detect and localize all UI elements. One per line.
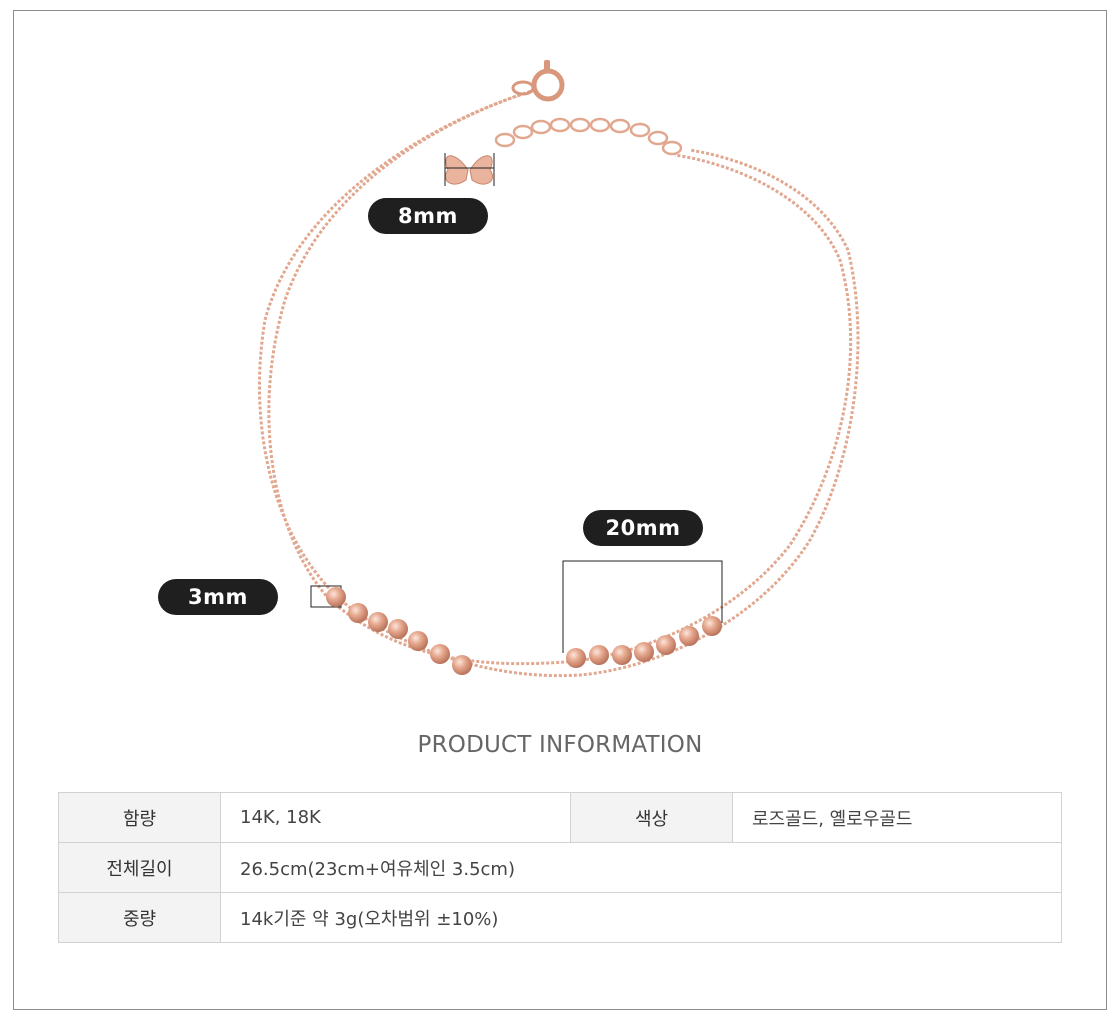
table-row: 중량 14k기준 약 3g(오차범위 ±10%) xyxy=(58,892,1062,943)
clasp-measure-bracket xyxy=(444,153,495,186)
butterfly-tag xyxy=(444,155,494,185)
section-title: PRODUCT INFORMATION xyxy=(417,732,703,758)
bracelet-image xyxy=(258,60,860,678)
chain-strands xyxy=(258,88,860,678)
color-value: 로즈골드, 옐로우골드 xyxy=(732,792,1062,843)
page-frame xyxy=(13,10,1107,1010)
clasp-width-label: 8mm xyxy=(368,198,488,234)
spring-ring-clasp xyxy=(511,60,565,102)
length-label: 전체길이 xyxy=(58,842,221,893)
weight-value: 14k기준 약 3g(오차범위 ±10%) xyxy=(220,892,1062,943)
bead-group-left xyxy=(326,587,472,675)
product-info-table: 함량 14K, 18K 색상 로즈골드, 옐로우골드 전체길이 26.5cm(2… xyxy=(58,792,1062,943)
weight-label: 중량 xyxy=(58,892,221,943)
bead-row-measure-bracket xyxy=(562,560,723,653)
table-row: 전체길이 26.5cm(23cm+여유체인 3.5cm) xyxy=(58,842,1062,893)
table-row: 함량 14K, 18K 색상 로즈골드, 옐로우골드 xyxy=(58,792,1062,843)
bead-group-right xyxy=(566,616,722,668)
extender-chain xyxy=(494,117,683,156)
purity-label: 함량 xyxy=(58,792,221,843)
color-label: 색상 xyxy=(570,792,733,843)
length-value: 26.5cm(23cm+여유체인 3.5cm) xyxy=(220,842,1062,893)
bead-diameter-label: 3mm xyxy=(158,579,278,615)
bead-row-width-label: 20mm xyxy=(583,510,703,546)
purity-value: 14K, 18K xyxy=(220,792,571,843)
